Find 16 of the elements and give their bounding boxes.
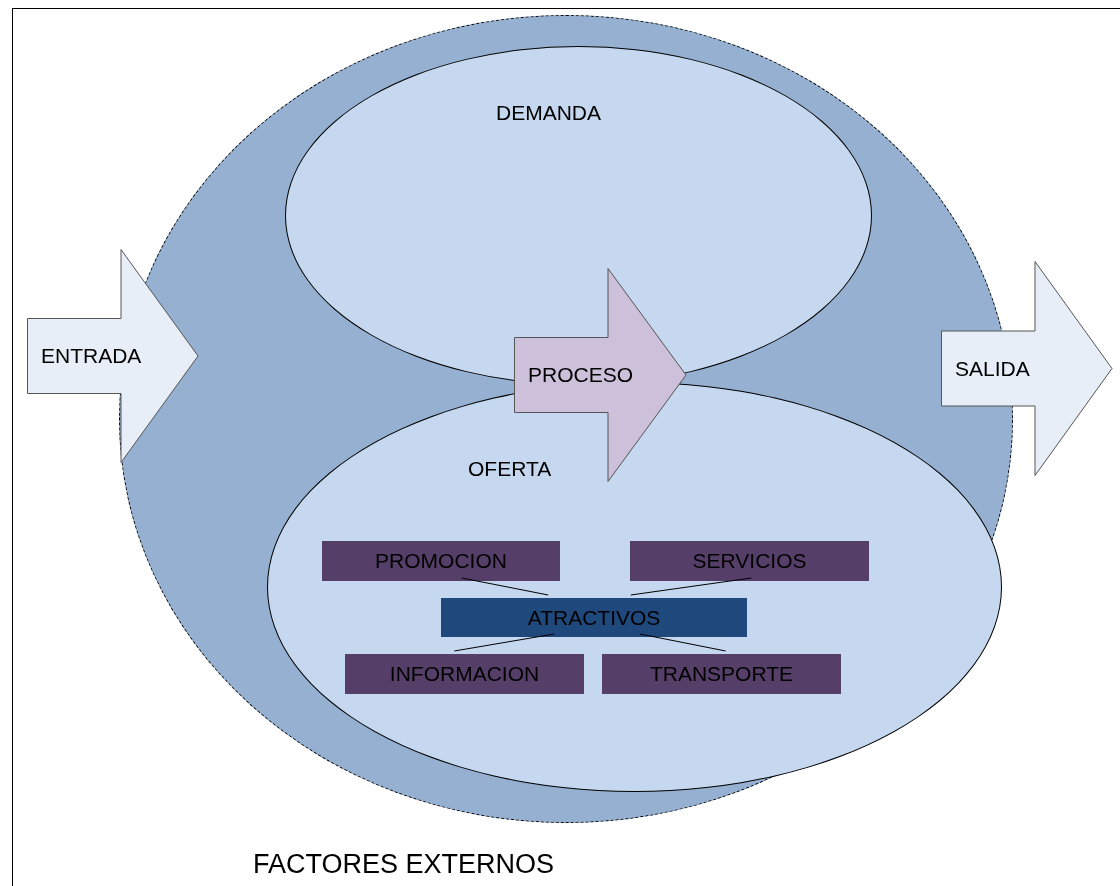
label-box: SERVICIOS xyxy=(630,541,869,581)
arrow-label: ENTRADA xyxy=(40,343,143,370)
connector-line xyxy=(630,577,752,596)
frame-title: FACTORES EXTERNOS xyxy=(253,849,555,879)
arrow-label: SALIDA xyxy=(954,355,1031,382)
label-box: ATRACTIVOS xyxy=(441,598,747,637)
label-box: TRANSPORTE xyxy=(602,654,841,694)
connector-line xyxy=(461,577,549,596)
label-box: INFORMACION xyxy=(345,654,584,694)
ellipse-label: DEMANDA xyxy=(496,100,601,126)
connector-line xyxy=(639,633,727,652)
outer-frame xyxy=(12,8,1120,886)
label-box: PROMOCION xyxy=(322,541,560,581)
ellipse-label: OFERTA xyxy=(468,456,552,482)
arrow-label: PROCESO xyxy=(527,362,635,389)
connector-line xyxy=(453,633,555,652)
